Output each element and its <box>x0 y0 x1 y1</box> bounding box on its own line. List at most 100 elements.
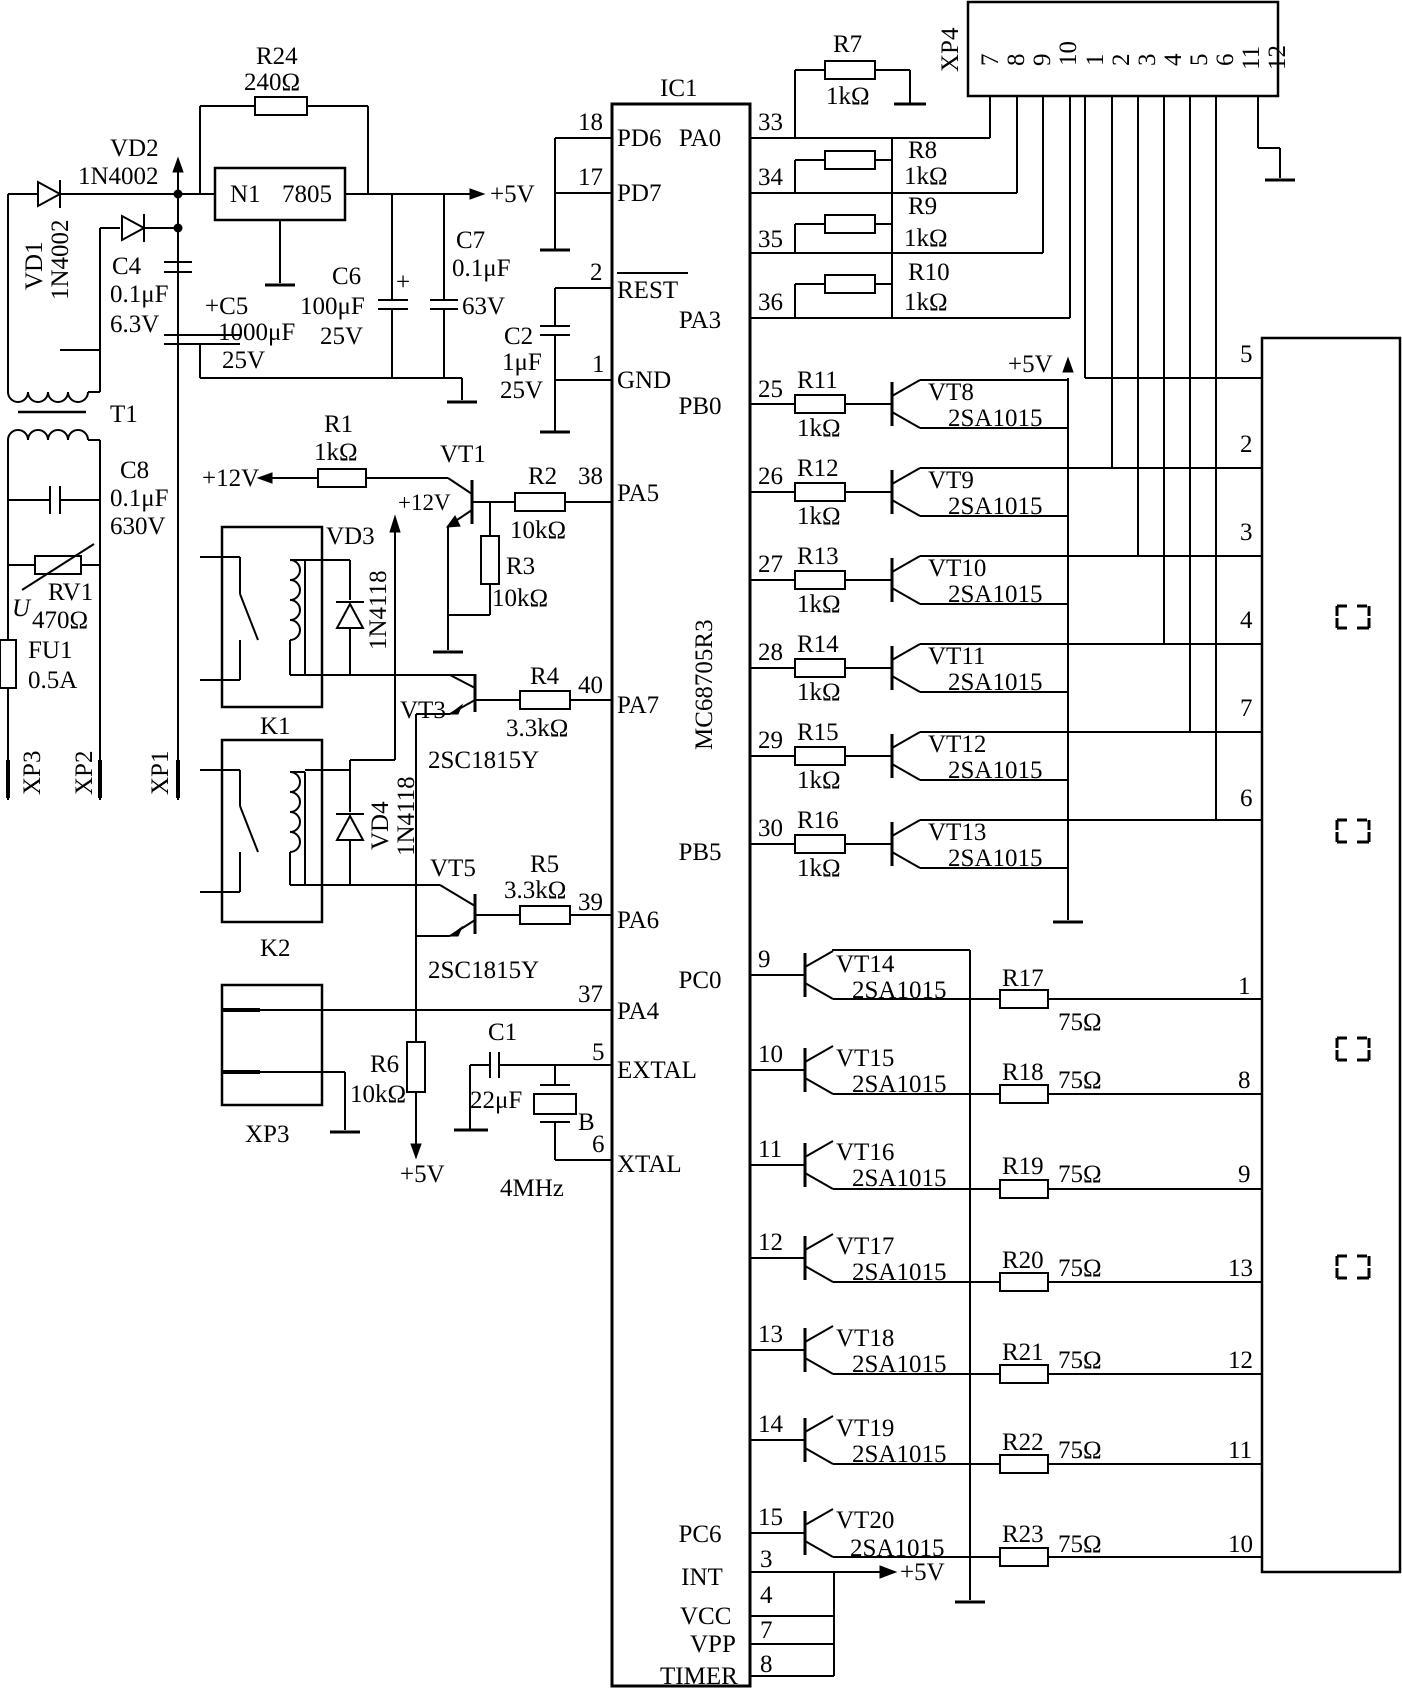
mains-input: T1 C8 0.1μF 630V U RV1 470Ω FU1 0.5A XP3… <box>0 250 180 800</box>
pb-disp-pin: 7 <box>1240 695 1253 722</box>
pc-r-value: 75Ω <box>1058 1347 1102 1374</box>
pc-r-ref: R17 <box>1002 965 1044 992</box>
c6-value: 100μF <box>300 293 365 320</box>
pin-num: 11 <box>758 1136 782 1163</box>
pb-drivers: +5V R11 1kΩ VT8 2SA1015 5 R12 1kΩ VT9 2S <box>794 341 1262 924</box>
r6-plus5: +5V <box>400 1161 445 1188</box>
r3-ref: R3 <box>506 553 535 580</box>
c7-value: 0.1μF <box>452 255 511 282</box>
pb-plus5: +5V <box>1008 351 1053 378</box>
r6-ref: R6 <box>370 1051 399 1078</box>
xp4-pin: 4 <box>1160 53 1187 66</box>
display-digit <box>1335 818 1371 844</box>
c8-ref: C8 <box>120 457 149 484</box>
k2-label: K2 <box>260 935 291 962</box>
c7-rating: 63V <box>462 293 505 320</box>
xp4-pin: 1 <box>1082 54 1109 67</box>
c4-value: 0.1μF <box>110 281 169 308</box>
pc-vt-part: 2SA1015 <box>852 1071 946 1098</box>
r7-value: 1kΩ <box>826 83 870 110</box>
k1-label: K1 <box>260 713 291 740</box>
pin-name: PA6 <box>617 907 659 934</box>
pin-num: 39 <box>578 889 603 916</box>
pin-num: 29 <box>758 727 783 754</box>
pb-vt-part: 2SA1015 <box>948 581 1042 608</box>
pc-vt-ref: VT19 <box>836 1415 894 1442</box>
power-supply: VD1 1N4002 VD2 1N4002 C4 0.1μF 6.3V +C5 … <box>7 43 570 800</box>
vd2-part: 1N4002 <box>78 163 159 190</box>
ic1-ref: IC1 <box>660 75 698 102</box>
rv1-ref: RV1 <box>48 579 93 606</box>
pc-disp-pin: 8 <box>1238 1067 1251 1094</box>
vd3-part: 1N4118 <box>365 570 392 650</box>
r24-ref: R24 <box>256 43 298 70</box>
pin-name: GND <box>617 367 671 394</box>
pin-num: 2 <box>590 259 603 286</box>
c2-rating: 25V <box>500 377 543 404</box>
pc-vt-part: 2SA1015 <box>852 1441 946 1468</box>
pb-vt-ref: VT13 <box>928 819 986 846</box>
rv1-value: 470Ω <box>32 607 88 634</box>
pc-driver-row: VT18 2SA1015 R21 75Ω 12 <box>803 1324 1262 1384</box>
r10-ref: R10 <box>908 259 950 286</box>
display-digit <box>1335 1036 1371 1062</box>
pc-r-ref: R19 <box>1002 1153 1044 1180</box>
pb-disp-pin: 2 <box>1240 431 1253 458</box>
c1-ref: C1 <box>488 1019 517 1046</box>
xp4-pin: 3 <box>1134 54 1161 67</box>
pb-vt-part: 2SA1015 <box>948 669 1042 696</box>
xp4-pin: 12 <box>1264 45 1291 70</box>
pin-num: 28 <box>758 639 783 666</box>
pb-r-value: 1kΩ <box>797 767 841 794</box>
xp1-label: XP1 <box>147 751 174 795</box>
pin-name: TIMER <box>660 1663 738 1689</box>
crystal-value: 4MHz <box>500 1175 564 1202</box>
pin-name: PA5 <box>617 480 659 507</box>
r1-plus12: +12V <box>202 465 259 492</box>
pb-r-value: 1kΩ <box>797 415 841 442</box>
r24-value: 240Ω <box>244 69 300 96</box>
c6-plus: + <box>396 269 410 296</box>
r5-value: 3.3kΩ <box>504 877 566 904</box>
pin-num: 7 <box>760 1617 773 1644</box>
pin-num: 4 <box>760 1582 773 1609</box>
pc-disp-pin: 1 <box>1238 973 1251 1000</box>
xp4-pin: 10 <box>1055 41 1082 66</box>
xp4-connector: XP4 7 8 9 10 1 2 3 4 5 6 11 12 <box>937 0 1297 819</box>
pin-num: 38 <box>578 463 603 490</box>
pc-vt-part: 2SA1015 <box>850 1535 944 1562</box>
pin-num: 35 <box>758 226 783 253</box>
pb-vt-part: 2SA1015 <box>948 757 1042 784</box>
rv1-u: U <box>12 595 32 622</box>
pin-num: 5 <box>592 1039 605 1066</box>
pin-num: 17 <box>578 164 603 191</box>
c8-rating: 630V <box>110 513 166 540</box>
r1-ref: R1 <box>324 411 353 438</box>
pc-r-ref: R21 <box>1002 1339 1044 1366</box>
pb-r-ref: R16 <box>797 807 839 834</box>
pin-name: PD7 <box>617 180 661 207</box>
pc-vt-part: 2SA1015 <box>852 1351 946 1378</box>
pin-num: 3 <box>760 1546 773 1573</box>
xp4-pin: 5 <box>1186 54 1213 67</box>
relay-section: +12V R1 1kΩ VT1 +12V R2 10kΩ R3 10kΩ <box>200 411 595 1202</box>
reg-plus5: +5V <box>490 181 535 208</box>
pb-r-ref: R15 <box>797 719 839 746</box>
xp4-pin: 6 <box>1212 54 1239 67</box>
vd4-ref: VD4 <box>367 801 394 850</box>
pb-vt-part: 2SA1015 <box>948 845 1042 872</box>
c7-ref: C7 <box>456 227 485 254</box>
r7-ref: R7 <box>833 31 862 58</box>
pin-num: 12 <box>758 1229 783 1256</box>
pc-r-value: 75Ω <box>1058 1161 1102 1188</box>
vt5-part: 2SC1815Y <box>428 957 539 984</box>
fu1-value: 0.5A <box>28 667 77 694</box>
pc-r-value: 75Ω <box>1058 1067 1102 1094</box>
xp4-label: XP4 <box>937 27 964 72</box>
c5-ref: +C5 <box>205 293 248 320</box>
vt3-part: 2SC1815Y <box>428 747 539 774</box>
xp4-pin: 7 <box>977 54 1004 67</box>
xp4-pin: 11 <box>1238 46 1265 70</box>
pb-vt-ref: VT11 <box>928 643 985 670</box>
